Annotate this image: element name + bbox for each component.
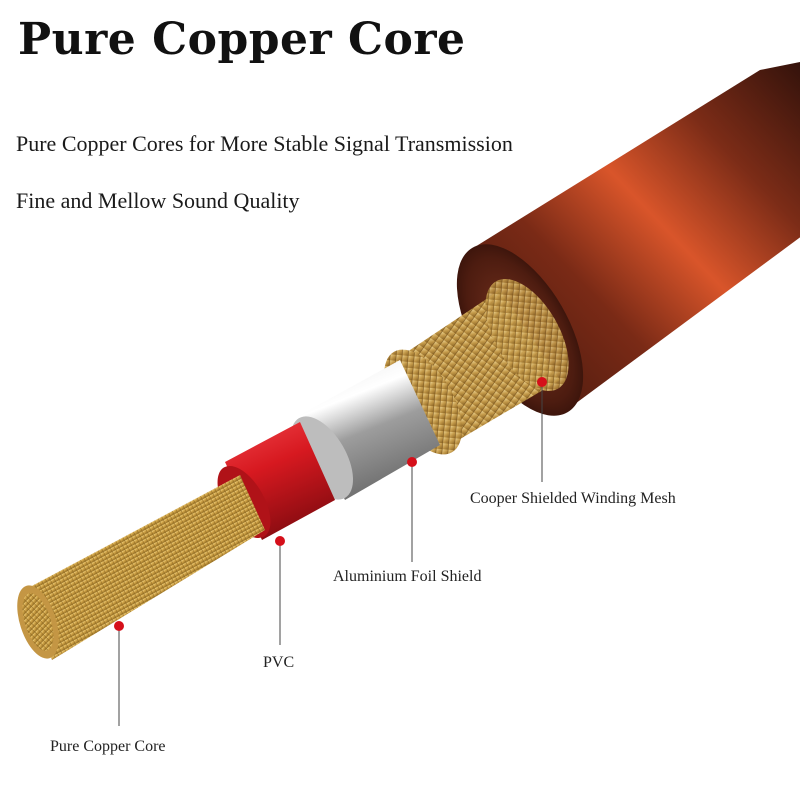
page-title: Pure Copper Core bbox=[18, 14, 466, 65]
feature-line-sound: Fine and Mellow Sound Quality bbox=[16, 188, 300, 213]
callout-core-label: Pure Copper Core bbox=[50, 738, 166, 755]
foil-marker bbox=[407, 457, 417, 467]
mesh-marker bbox=[537, 377, 547, 387]
callout-foil-label: Aluminium Foil Shield bbox=[333, 568, 482, 585]
copper-core bbox=[17, 475, 265, 660]
callout-pvc-label: PVC bbox=[263, 654, 295, 671]
callout-mesh-label: Cooper Shielded Winding Mesh bbox=[470, 490, 676, 507]
core-marker bbox=[114, 621, 124, 631]
pvc-marker bbox=[275, 536, 285, 546]
callout-leaders bbox=[114, 377, 547, 726]
feature-line-signal: Pure Copper Cores for More Stable Signal… bbox=[16, 131, 513, 156]
